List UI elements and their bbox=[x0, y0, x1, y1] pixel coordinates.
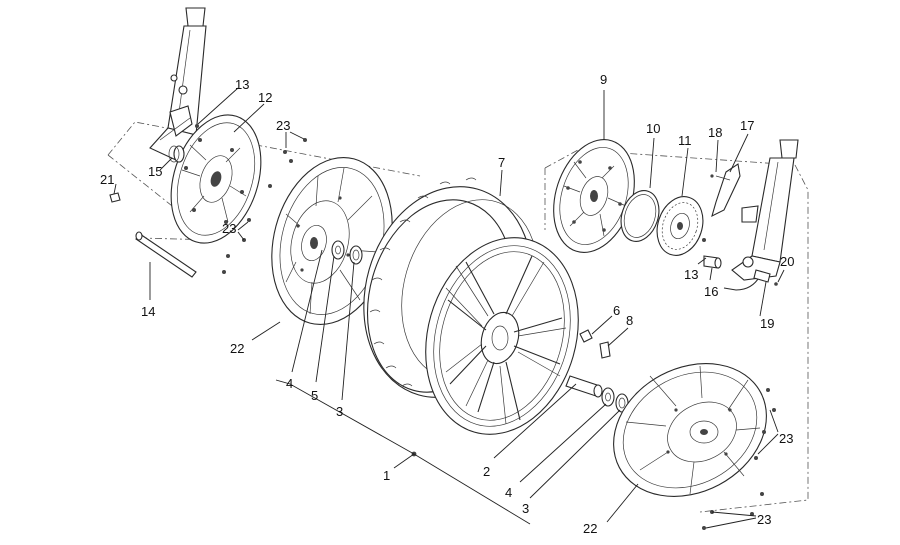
sensor-bracket bbox=[710, 163, 741, 218]
snap-ring bbox=[620, 190, 660, 242]
callout-13-left: 13 bbox=[235, 77, 249, 92]
callout-7: 7 bbox=[498, 155, 505, 170]
spacer-right bbox=[565, 375, 603, 398]
callout-13-right: 13 bbox=[684, 267, 698, 282]
callout-20: 20 bbox=[780, 254, 794, 269]
abs-sensor bbox=[723, 269, 778, 291]
axle-nut bbox=[109, 192, 121, 203]
callout-1: 1 bbox=[383, 468, 390, 483]
callout-4-right: 4 bbox=[505, 485, 512, 500]
brake-disc-right bbox=[553, 139, 635, 253]
callout-11: 11 bbox=[678, 133, 692, 148]
callout-2: 2 bbox=[483, 464, 490, 479]
callout-9: 9 bbox=[600, 72, 607, 87]
callout-5: 5 bbox=[311, 388, 318, 403]
wheel-rim bbox=[411, 237, 579, 457]
seal-left bbox=[349, 245, 363, 265]
callout-12: 12 bbox=[258, 90, 272, 105]
callout-4-left: 4 bbox=[286, 376, 293, 391]
callout-23-upper-left: 23 bbox=[276, 118, 290, 133]
callout-labels: 1 2 3 3 4 4 5 6 7 8 9 10 11 12 13 13 14 … bbox=[100, 72, 794, 536]
spacer-right-outer bbox=[703, 255, 722, 269]
callout-23-lower-left: 23 bbox=[222, 221, 236, 236]
callout-19: 19 bbox=[760, 316, 774, 331]
callout-10: 10 bbox=[646, 121, 660, 136]
right-fork-leg bbox=[731, 139, 799, 281]
bearing-right bbox=[601, 387, 615, 407]
callout-14: 14 bbox=[141, 304, 155, 319]
callout-21: 21 bbox=[100, 172, 114, 187]
callout-15: 15 bbox=[148, 164, 162, 179]
callout-3-left: 3 bbox=[336, 404, 343, 419]
valve-stem bbox=[579, 329, 611, 359]
callout-22-right: 22 bbox=[583, 521, 597, 536]
wheel-cover-right bbox=[613, 363, 767, 497]
wheel-axle bbox=[135, 231, 197, 278]
callout-17: 17 bbox=[740, 118, 754, 133]
callout-6: 6 bbox=[613, 303, 620, 318]
callout-23-right: 23 bbox=[779, 431, 793, 446]
callout-23-bottom: 23 bbox=[757, 512, 771, 527]
assembly-frame-right bbox=[544, 149, 809, 513]
wheel-cover-left bbox=[271, 156, 393, 326]
abs-tone-wheel bbox=[656, 196, 704, 256]
callout-3-right: 3 bbox=[522, 501, 529, 516]
bearing-left bbox=[331, 240, 345, 260]
spacer-left bbox=[168, 145, 185, 163]
callout-18: 18 bbox=[708, 125, 722, 140]
callout-22-left: 22 bbox=[230, 341, 244, 356]
callout-16: 16 bbox=[704, 284, 718, 299]
leader-lines bbox=[113, 87, 785, 529]
brake-disc-left bbox=[170, 114, 262, 244]
callout-8: 8 bbox=[626, 313, 633, 328]
